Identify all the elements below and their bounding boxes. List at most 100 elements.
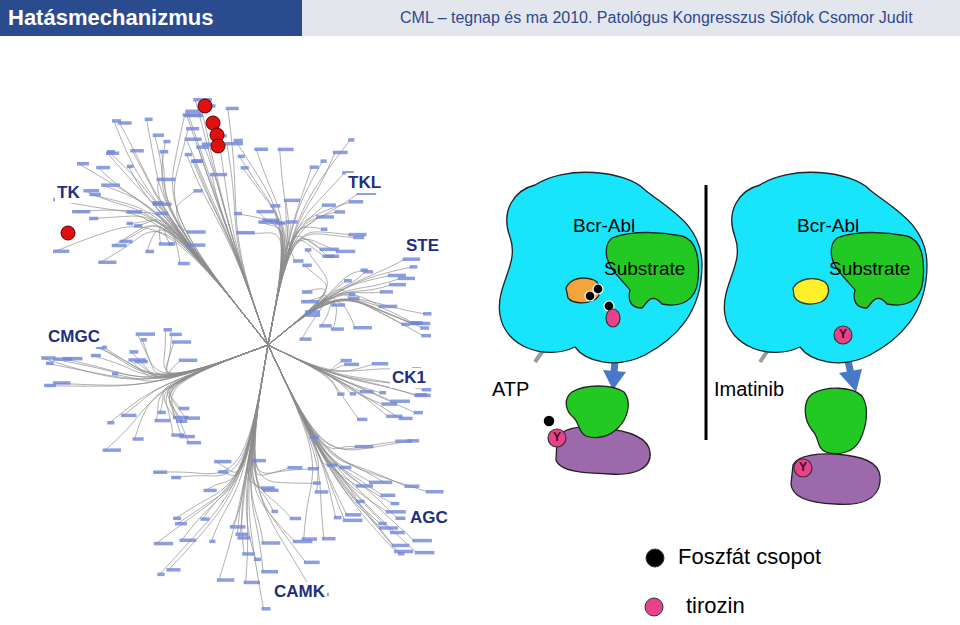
tree-branch [268,345,401,419]
tree-leaf [262,607,271,611]
enzyme-shape [724,172,927,362]
tree-branch [218,136,268,345]
tree-leaf [209,540,215,544]
legend-swatch-frame [643,546,667,570]
tree-branch [268,345,396,552]
tree-leaf [196,145,209,149]
tree-branch [123,345,268,416]
tree-branch [268,345,374,372]
tree-leaf [252,459,266,463]
tree-branch [55,345,268,377]
tree-leaf [293,540,312,544]
tree-leaf [322,255,339,259]
tree-leaf [319,324,332,328]
tree-branch [255,345,315,483]
tree-leaf [153,470,167,474]
tree-branch [268,227,323,345]
tree-leaf [378,522,386,526]
legend-swatch [645,598,663,616]
tree-branch [211,345,268,542]
tree-leaf [388,274,406,278]
tree-branch [227,144,268,345]
tree-branch [136,220,268,345]
tree-leaf [333,151,348,155]
tree-leaf [353,326,372,330]
tree-leaf [331,327,344,331]
tree-leaf [171,476,181,480]
tree-leaf [178,262,190,266]
tree-leaf [423,312,431,316]
label-wrap: CMGC [46,327,102,347]
tree-leaf [179,435,195,439]
tree-branch [135,345,268,439]
tree-branch [55,200,268,345]
tree-leaf [153,202,172,206]
tree-leaf [130,149,144,153]
tree-leaf [126,210,142,214]
tree-branch [164,345,268,421]
family-label: CK1 [390,368,428,388]
tree-branch [268,345,380,524]
tree-branch [268,240,324,345]
tree-leaf [396,517,406,521]
tree-branch [201,106,268,345]
tree-branch [268,301,331,345]
tree-leaf [53,250,69,254]
tree-branch [268,223,288,345]
tree-branch [251,345,268,572]
tree-leaf [237,536,250,540]
tree-leaf [163,140,170,144]
tree-branch [268,272,365,345]
tree-leaf [421,334,431,338]
tree-branch [268,345,313,539]
tree-branch [249,345,268,609]
tree-leaf [118,121,132,125]
tree-leaf [270,204,280,208]
tree-leaf [155,419,171,423]
tree-branch [167,345,268,418]
tree-leaf [193,189,202,193]
substrate-shape: Substrate [602,230,702,310]
tree-branch [164,330,268,373]
tyrosine-circle: Y [547,428,567,448]
tree-branch [268,297,334,345]
tree-leaf [168,242,175,246]
tree-branch [268,345,352,394]
molecule-label: Imatinib [712,378,786,401]
enzyme-shape: Bcr-AblSubstrate [720,165,930,365]
tree-branch [268,167,312,345]
tree-leaf [191,160,203,164]
tree-leaf [379,391,386,395]
tree-branch [268,345,397,449]
tree-branch [268,345,398,519]
tree-branch [157,345,268,421]
tree-leaf [158,411,166,415]
tree-leaf [381,402,397,406]
tree-leaf [46,362,54,366]
tree-leaf [345,513,361,517]
tree-leaf [310,436,319,440]
substrate-product [805,388,866,453]
tree-leaf [119,240,132,244]
tree-leaf [305,310,320,314]
family-label: TKL [346,173,383,193]
label-wrap: Imatinib [712,378,786,401]
tree-branch [248,345,268,491]
tree-branch [255,345,314,595]
tree-leaf [121,414,137,418]
tree-leaf [238,155,245,159]
tree-leaf [187,441,201,445]
tree-branch [93,345,268,376]
tree-leaf [101,183,120,187]
tree-leaf [395,439,412,443]
tree-leaf [410,265,418,269]
tree-branch [160,345,268,413]
enzyme-shape: Bcr-AblSubstrate [495,165,705,365]
tree-leaf [53,381,70,385]
legend-swatch [646,549,664,567]
tree-leaf [126,222,132,226]
tree-leaf [315,490,329,494]
tree-leaf [322,203,336,207]
legend-text: tirozin [686,593,745,619]
tree-leaf [404,485,419,489]
